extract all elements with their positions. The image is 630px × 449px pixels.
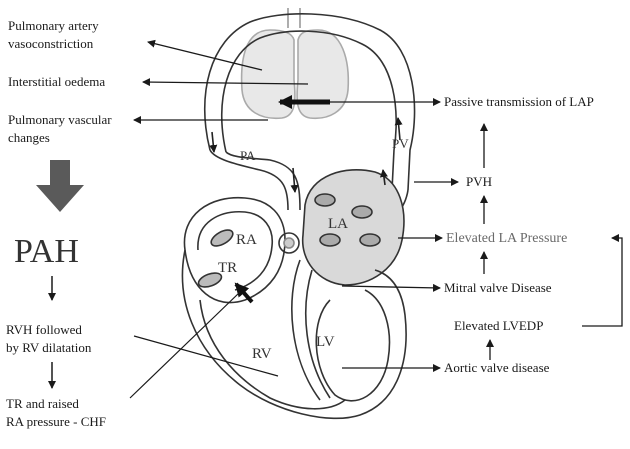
pulmonary-loop-inner xyxy=(220,30,397,191)
lv-chamber xyxy=(315,289,391,402)
mitral-leaflet-2 xyxy=(351,205,373,219)
pah-label: PAH xyxy=(14,233,79,270)
arrow-vasoconstriction xyxy=(147,39,263,71)
interstitial-oedema-label: Interstitial oedema xyxy=(8,74,105,89)
pulmonary-loop-outer xyxy=(203,13,416,191)
ventricles-inner-rv xyxy=(199,299,346,410)
trachea-shape xyxy=(287,8,301,28)
line-tr-to-label xyxy=(129,291,241,399)
passive-transmission-label: Passive transmission of LAP xyxy=(444,94,594,109)
mitral-leaflet-1 xyxy=(314,193,336,207)
elevated-la-pressure-label: Elevated LA Pressure xyxy=(446,231,567,246)
pvh-label: PVH xyxy=(466,174,492,189)
tr-raised-ra-label: TR and raised RA pressure - CHF xyxy=(6,396,106,429)
septum-shape xyxy=(291,259,331,401)
arrow-interstitial-oedema xyxy=(142,78,309,87)
tr-heart-label: TR xyxy=(218,260,237,276)
left-atrium-shape xyxy=(301,169,405,286)
arrow-tr-jet xyxy=(234,282,254,304)
rvh-label: RVH followed by RV dilatation xyxy=(6,322,92,355)
tricuspid-leaflet-1 xyxy=(210,229,234,247)
ventricles-outer xyxy=(181,249,407,420)
heart-illustration xyxy=(181,8,416,420)
rv-label: RV xyxy=(252,346,272,362)
arrow-mitral-to-label xyxy=(341,283,441,292)
ra-label: RA xyxy=(236,232,257,248)
elevated-lvedp-label: Elevated LVEDP xyxy=(454,318,543,333)
pulmonary-artery-tube xyxy=(209,149,301,211)
left-lung-shape xyxy=(296,29,350,120)
arrow-lvedp-to-la-pressure xyxy=(582,234,623,327)
mitral-leaflet-3 xyxy=(319,233,341,247)
line-rv-to-rvh xyxy=(133,335,279,377)
pulmonary-artery-vasoconstriction-label: Pulmonary artery vasoconstriction xyxy=(8,18,102,51)
pv-label: PV xyxy=(392,136,409,151)
mitral-leaflet-4 xyxy=(359,233,381,247)
right-atrium-shape xyxy=(183,196,286,304)
pulmonary-vascular-changes-label: Pulmonary vascular changes xyxy=(8,112,115,145)
tricuspid-leaflet-2 xyxy=(197,272,223,288)
mitral-valve-disease-label: Mitral valve Disease xyxy=(444,280,552,295)
big-down-arrow xyxy=(36,160,84,212)
lv-label: LV xyxy=(316,334,335,350)
pa-label: PA xyxy=(240,148,256,163)
aortic-valve-disease-label: Aortic valve disease xyxy=(444,360,550,375)
la-label: LA xyxy=(328,216,348,232)
right-atrium-inner xyxy=(197,211,273,291)
aortic-root xyxy=(278,232,300,254)
